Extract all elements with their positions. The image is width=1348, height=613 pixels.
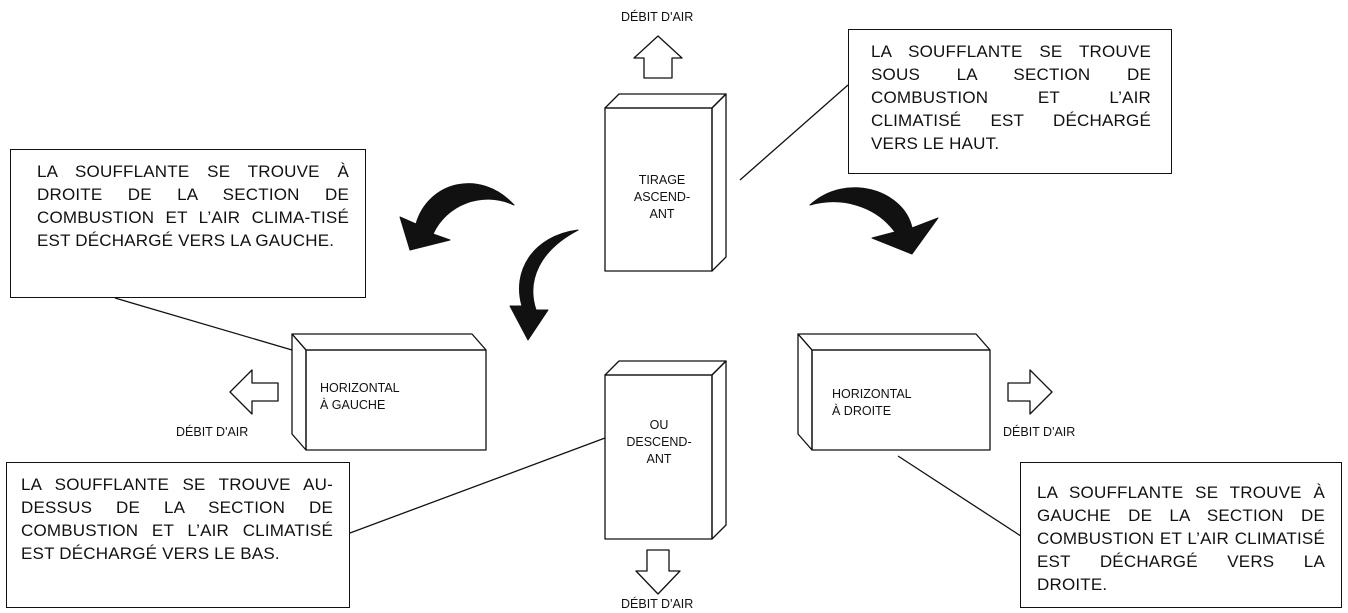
airflow-label-top: DÉBIT D'AIR xyxy=(621,10,694,24)
horizontal-left-label-line-2: À GAUCHE xyxy=(320,398,386,412)
upflow-label-line-3: ANT xyxy=(649,207,675,221)
horizontal-left-label-line-1: HORIZONTAL xyxy=(320,381,400,395)
horizontal-right-unit-label: HORIZONTAL À DROITE xyxy=(832,386,912,420)
callout-upflow-text: LA SOUFFLANTE SE TROUVE SOUS LA SECTION … xyxy=(871,42,1151,153)
downflow-label-line-1: OU xyxy=(649,418,669,432)
airflow-label-left: DÉBIT D'AIR xyxy=(176,425,249,439)
horizontal-right-cabinet xyxy=(797,333,991,451)
airflow-left-arrow xyxy=(229,369,279,415)
downflow-unit-label: OU DESCEND- ANT xyxy=(607,417,711,468)
horizontal-left-cabinet xyxy=(291,333,487,451)
airflow-right-arrow xyxy=(1007,369,1053,415)
callout-horizontal-left: LA SOUFFLANTE SE TROUVE À DROITE DE LA S… xyxy=(10,149,366,298)
leader-line-upflow xyxy=(739,84,849,181)
downflow-cabinet xyxy=(604,360,727,540)
airflow-label-bottom: DÉBIT D'AIR xyxy=(621,597,694,611)
callout-horizontal-right-text: LA SOUFFLANTE SE TROUVE À GAUCHE DE LA S… xyxy=(1037,483,1325,594)
downflow-label-line-2: DESCEND- xyxy=(626,435,692,449)
callout-horizontal-left-text: LA SOUFFLANTE SE TROUVE À DROITE DE LA S… xyxy=(37,162,349,250)
airflow-up-arrow xyxy=(633,35,683,79)
rotate-left-arrow-icon xyxy=(399,183,515,251)
airflow-label-right: DÉBIT D'AIR xyxy=(1003,425,1076,439)
upflow-unit-label: TIRAGE ASCEND- ANT xyxy=(612,172,712,223)
leader-line-downflow xyxy=(349,437,606,534)
downflow-label-line-3: ANT xyxy=(646,452,672,466)
rotate-right-arrow-icon xyxy=(809,187,939,255)
callout-upflow: LA SOUFFLANTE SE TROUVE SOUS LA SECTION … xyxy=(848,29,1172,174)
horizontal-left-unit-label: HORIZONTAL À GAUCHE xyxy=(320,380,400,414)
callout-downflow: LA SOUFFLANTE SE TROUVE AU-DESSUS DE LA … xyxy=(6,462,350,608)
rotate-down-arrow-icon xyxy=(509,229,579,341)
callout-downflow-text: LA SOUFFLANTE SE TROUVE AU-DESSUS DE LA … xyxy=(21,475,333,563)
callout-horizontal-right: LA SOUFFLANTE SE TROUVE À GAUCHE DE LA S… xyxy=(1020,462,1342,608)
leader-line-right xyxy=(897,455,1031,543)
airflow-down-arrow xyxy=(635,549,681,595)
leader-line-left xyxy=(114,297,293,351)
upflow-cabinet xyxy=(604,93,727,272)
horizontal-right-label-line-2: À DROITE xyxy=(832,404,892,418)
horizontal-right-label-line-1: HORIZONTAL xyxy=(832,387,912,401)
upflow-label-line-2: ASCEND- xyxy=(633,190,691,204)
upflow-label-line-1: TIRAGE xyxy=(638,173,686,187)
